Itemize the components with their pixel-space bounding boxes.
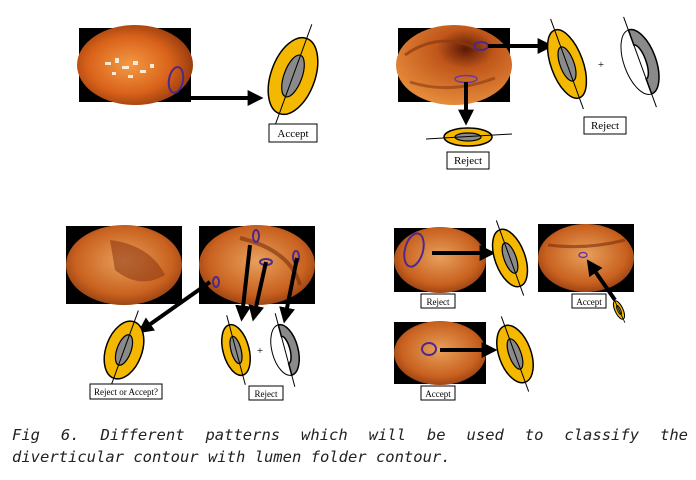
reject-label: Reject [591, 120, 619, 132]
ring-symbol-flat [425, 127, 513, 147]
colon-image [66, 225, 182, 305]
ring-symbol [546, 18, 588, 110]
ring-symbol [103, 310, 145, 390]
colon-image [396, 25, 512, 105]
ring-symbol [267, 24, 319, 128]
accept-label: Accept [277, 128, 308, 140]
panel-1: Accept [77, 24, 319, 143]
lumen-crescent [270, 313, 300, 387]
reject-label: Reject [427, 297, 450, 307]
ring-symbol [496, 316, 534, 392]
panel-3: Reject or Accept? + Reject [66, 225, 315, 401]
panel-2: + Reject Reject [396, 16, 660, 170]
colon-image [394, 227, 486, 293]
plus-sign: + [598, 59, 604, 71]
accept-label: Accept [576, 297, 602, 307]
reject-or-accept-label: Reject or Accept? [94, 387, 158, 397]
reject-label: Reject [255, 389, 278, 399]
lumen-crescent [620, 16, 660, 108]
ring-symbol [221, 315, 251, 385]
accept-label: Accept [425, 389, 451, 399]
panel-4: Reject Accept Accept [394, 220, 634, 401]
plus-sign: + [257, 345, 263, 357]
figure-patterns: Accept + Reject [66, 16, 660, 401]
colon-image [394, 321, 486, 385]
reject-label: Reject [454, 155, 482, 167]
ring-symbol [491, 220, 529, 296]
colon-image [538, 224, 634, 292]
colon-image [77, 25, 193, 105]
ring-symbol [612, 297, 626, 323]
figure-caption: Fig 6. Different patterns which will be … [12, 426, 688, 466]
